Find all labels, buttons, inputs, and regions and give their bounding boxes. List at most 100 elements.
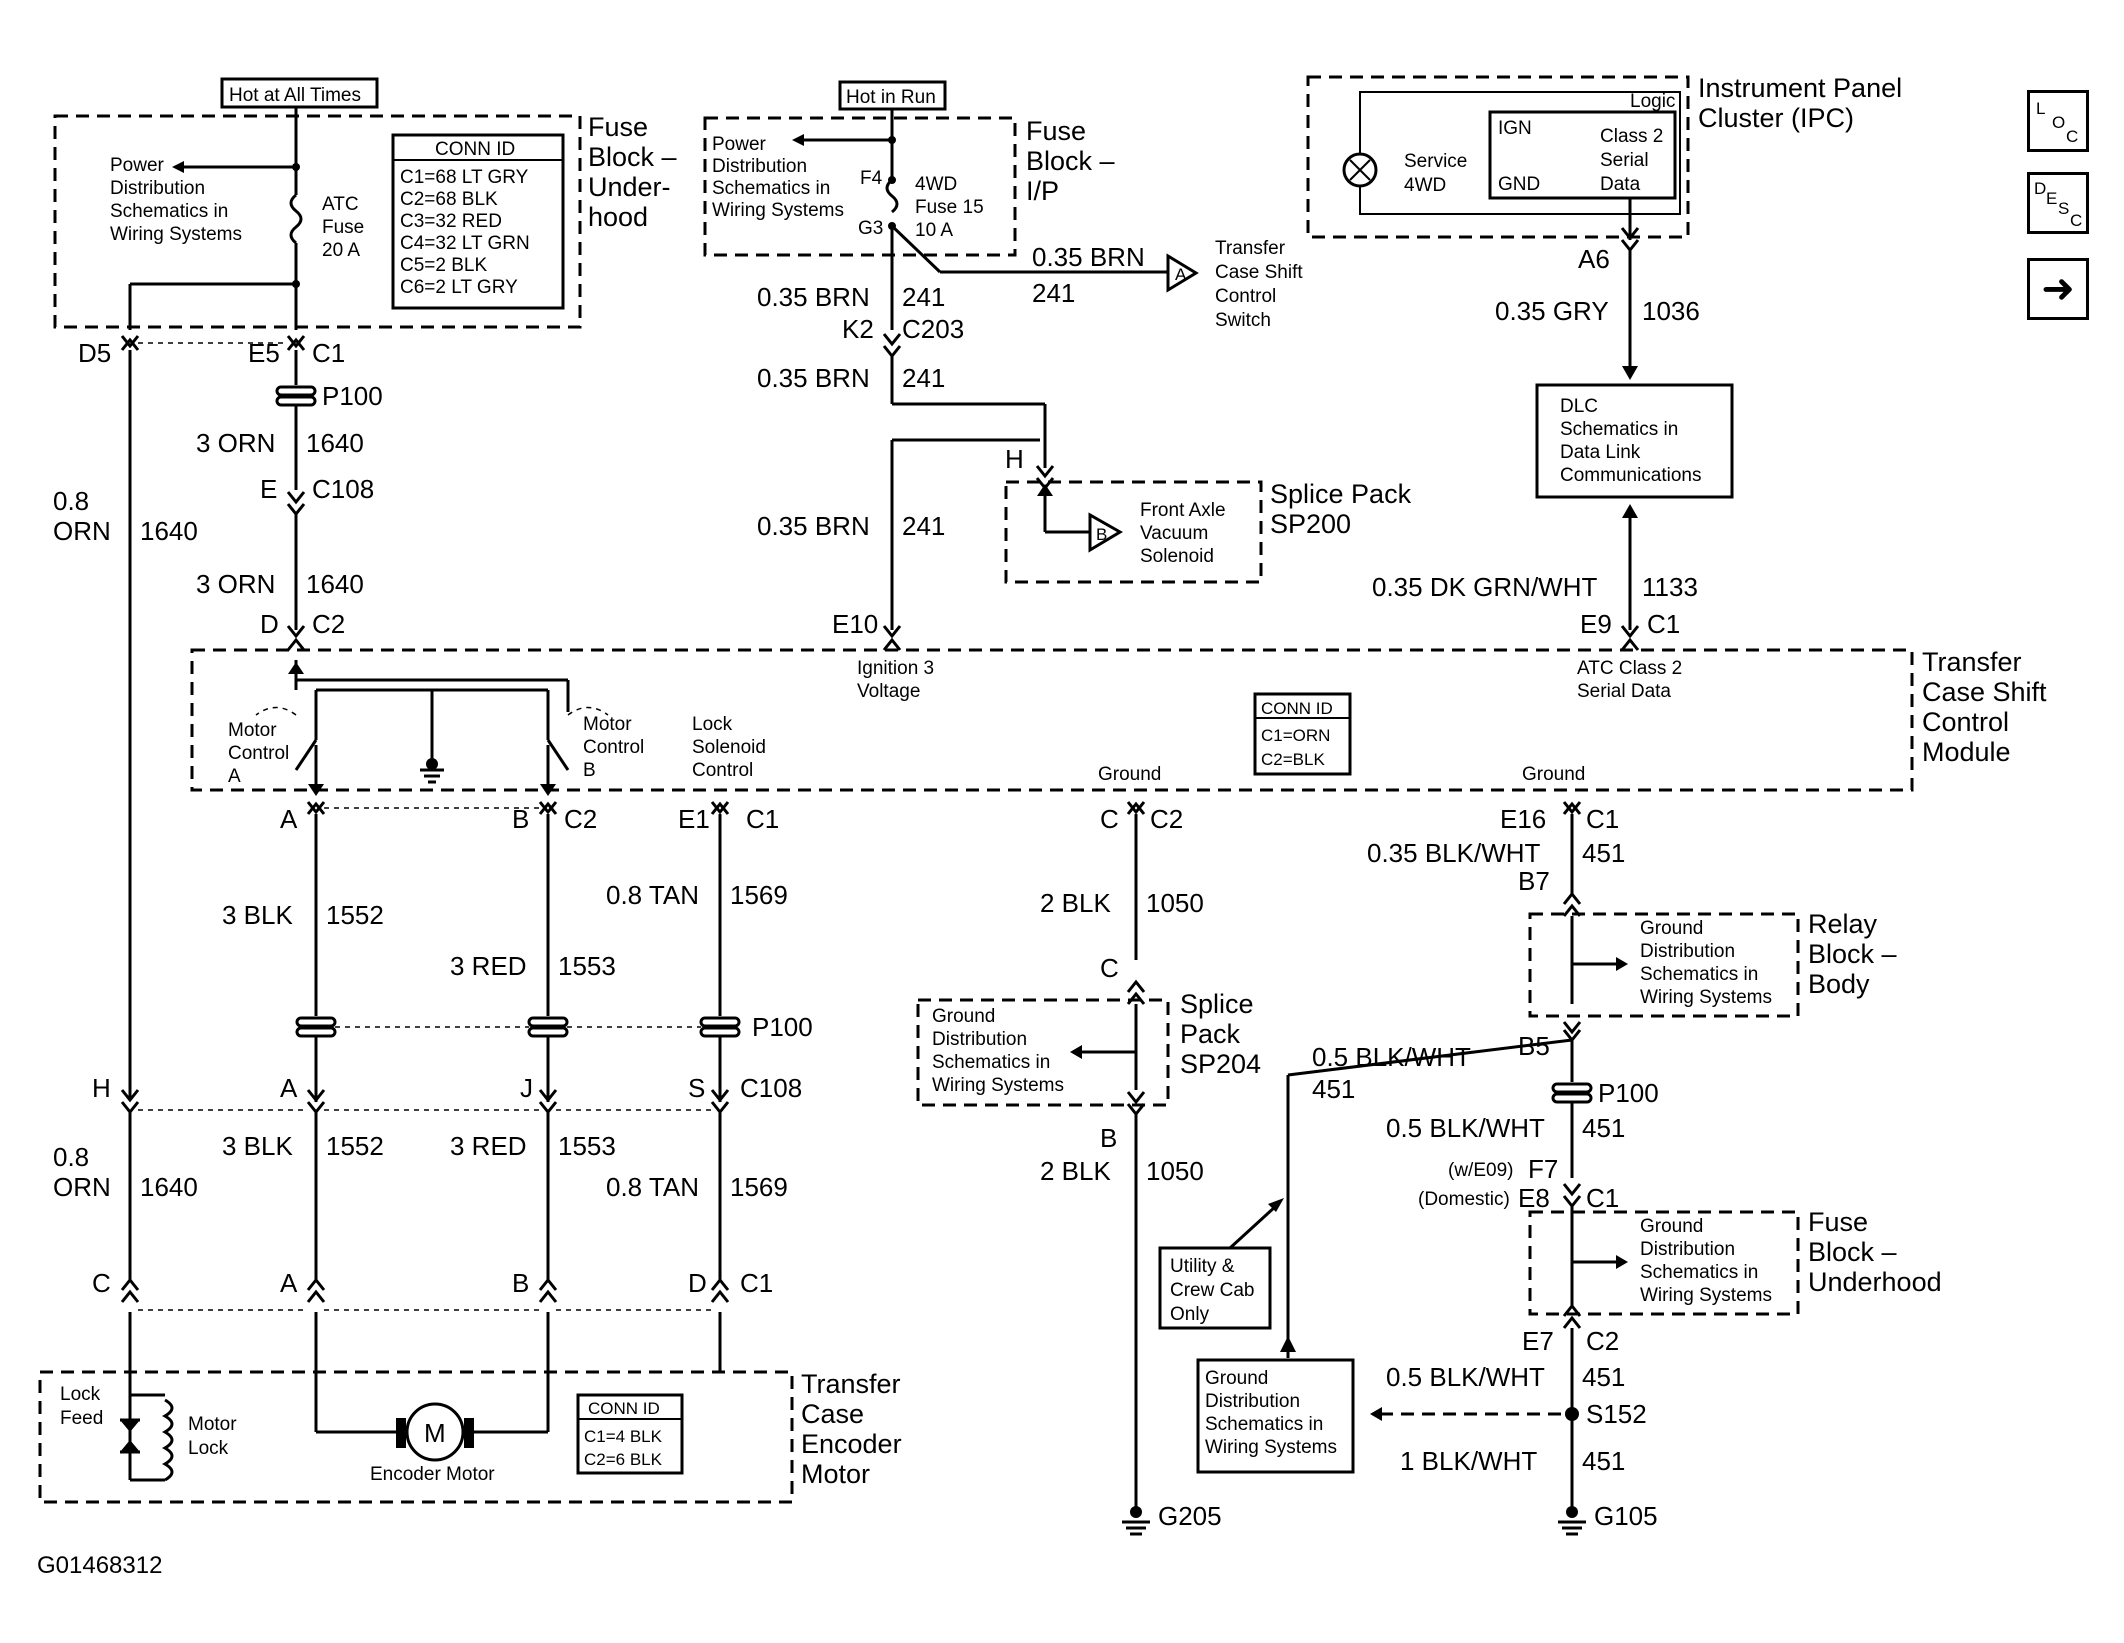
relay-block-body-box [1528, 912, 1800, 1018]
p100-connector-icon [275, 385, 317, 397]
motor-control-a-label-1: Motor [228, 720, 277, 741]
e5-label: E5 [248, 338, 280, 368]
circuit-1552-label-2: 1552 [326, 1131, 384, 1161]
conn-c-label-1: C [92, 1268, 111, 1298]
splice-s152-icon [1565, 1407, 1579, 1421]
wire-035brn-label-2: 0.35 BRN [757, 363, 870, 393]
encoder-motor-label: Encoder Motor [370, 1464, 495, 1485]
circuit-451-label-1: 451 [1582, 838, 1625, 868]
conn-id-tcsm-row-2: C2=BLK [1261, 750, 1325, 769]
nav-desc-3: S [2058, 199, 2070, 218]
tcem-title-1: Transfer [801, 1369, 901, 1399]
connector-k2-icon [882, 333, 902, 347]
wire-05blkwht-label-2: 0.5 BLK/WHT [1386, 1113, 1545, 1143]
conn-id-underhood-title: CONN ID [435, 139, 515, 160]
encoder-c1-label: C1 [740, 1268, 773, 1298]
conn-h-label: H [92, 1073, 111, 1103]
gd-label-4: Wiring Systems [1205, 1437, 1337, 1458]
conn-c-label-2: C [1100, 804, 1119, 834]
tcsm-title-2: Case Shift [1922, 677, 2047, 707]
conn-b-label-3: B [1100, 1123, 1117, 1153]
dlc-label-3: Data Link [1560, 442, 1641, 463]
e10-label: E10 [832, 609, 878, 639]
dlc-box [1535, 383, 1734, 499]
fbu-ground-dist-label-4: Wiring Systems [1640, 1285, 1772, 1306]
motor-lock-label-2: Lock [188, 1438, 229, 1459]
tcsc-label-4: Switch [1215, 310, 1271, 331]
ipc-box [1306, 75, 1690, 239]
gd-label-2: Distribution [1205, 1391, 1300, 1412]
description-button[interactable]: D E S C [2027, 172, 2089, 234]
connector-a-triangle [1166, 253, 1199, 293]
fuse-block-underhood-title-1: Fuse [588, 112, 648, 142]
next-page-button[interactable]: ➜ [2027, 258, 2089, 320]
tcsm-box [190, 648, 1914, 792]
e7-c2-label: C2 [1586, 1326, 1619, 1356]
motor-control-a-label-2: Control [228, 743, 289, 764]
fuse-block-ip-box [703, 116, 1017, 257]
wire-08tan-label-2: 0.8 TAN [606, 1172, 699, 1202]
c108-label-1: C108 [312, 474, 374, 504]
logic-label: Logic [1630, 91, 1675, 112]
splice-pack-sp200-box [1004, 480, 1263, 584]
we09-label: (w/E09) [1448, 1160, 1513, 1181]
nav-loc-1: L [2036, 99, 2046, 118]
wire-3red-label-2: 3 RED [450, 1131, 527, 1161]
sp204-ground-dist-label-4: Wiring Systems [932, 1075, 1064, 1096]
f4-label: F4 [860, 168, 883, 189]
fuse15-label-2: Fuse 15 [915, 197, 984, 218]
ground-g205-icon [1130, 1506, 1142, 1518]
tcem-title-3: Encoder [801, 1429, 902, 1459]
wire-08-label-1: 0.8 [53, 486, 89, 516]
relay-ground-dist-label-1: Ground [1640, 918, 1703, 939]
class2-label-2: Serial [1600, 150, 1649, 171]
g3-label: G3 [858, 218, 883, 239]
wire-035blkwht-label: 0.35 BLK/WHT [1367, 838, 1541, 868]
atc2-label-1: ATC Class 2 [1577, 658, 1682, 679]
circuit-1640-label-1: 1640 [306, 428, 364, 458]
wire-2blk-label-2: 2 BLK [1040, 1156, 1111, 1186]
location-button[interactable]: L O C [2027, 90, 2089, 152]
conn-id-underhood-row-1: C1=68 LT GRY [400, 167, 529, 188]
wire-3red-label-1: 3 RED [450, 951, 527, 981]
conn-id-tcsm-row-1: C1=ORN [1261, 726, 1330, 745]
splice-pack-sp200-title-2: SP200 [1270, 509, 1351, 539]
wire-2blk-label-1: 2 BLK [1040, 888, 1111, 918]
conn-id-encoder-title: CONN ID [588, 1399, 660, 1418]
b7-label: B7 [1518, 866, 1550, 896]
conn-id-encoder-row-1: C1=4 BLK [584, 1427, 663, 1446]
figure-id-label: G01468312 [37, 1552, 162, 1579]
conn-id-underhood-row-6: C6=2 LT GRY [400, 277, 518, 298]
ipc-logic-box [1488, 110, 1677, 200]
dlc-label-2: Schematics in [1560, 419, 1678, 440]
fuse-15-icon [885, 178, 899, 214]
wire-08tan-label-1: 0.8 TAN [606, 880, 699, 910]
p100-label-1: P100 [322, 381, 383, 411]
wire-orn-label-1: ORN [53, 516, 111, 546]
arrow-down-icon [1622, 366, 1638, 380]
fuse-block-underhood-title-2: Block – [588, 142, 677, 172]
circuit-241-label-top: 241 [1032, 278, 1075, 308]
circuit-241-label-3: 241 [902, 511, 945, 541]
nav-loc-3: C [2066, 127, 2079, 146]
d-label: D [260, 609, 279, 639]
tcsc-label-1: Transfer [1215, 238, 1286, 259]
sp204-ground-dist-label-2: Distribution [932, 1029, 1027, 1050]
motor-control-a-switch-icon [255, 706, 297, 716]
nav-loc-2: O [2052, 113, 2066, 132]
sp204-ground-dist-label-1: Ground [932, 1006, 995, 1027]
dlc-label-1: DLC [1560, 396, 1598, 417]
fuse15-label-1: 4WD [915, 174, 957, 195]
conn-b-c2-label: C2 [564, 804, 597, 834]
hot-in-run-box [838, 80, 947, 111]
a6-label: A6 [1578, 244, 1610, 274]
wire-035gry-label: 0.35 GRY [1495, 296, 1609, 326]
wire-05blkwht-label-3: 0.5 BLK/WHT [1386, 1362, 1545, 1392]
ip-power-dist-label-3: Schematics in [712, 178, 830, 199]
tcsm-title-3: Control [1922, 707, 2009, 737]
conn-id-tcsm-box [1253, 692, 1352, 776]
ip-power-dist-label-2: Distribution [712, 156, 807, 177]
ipc-title-2: Cluster (IPC) [1698, 103, 1854, 133]
front-axle-label-1: Front Axle [1140, 500, 1226, 521]
conn-id-encoder-box [576, 1393, 684, 1475]
